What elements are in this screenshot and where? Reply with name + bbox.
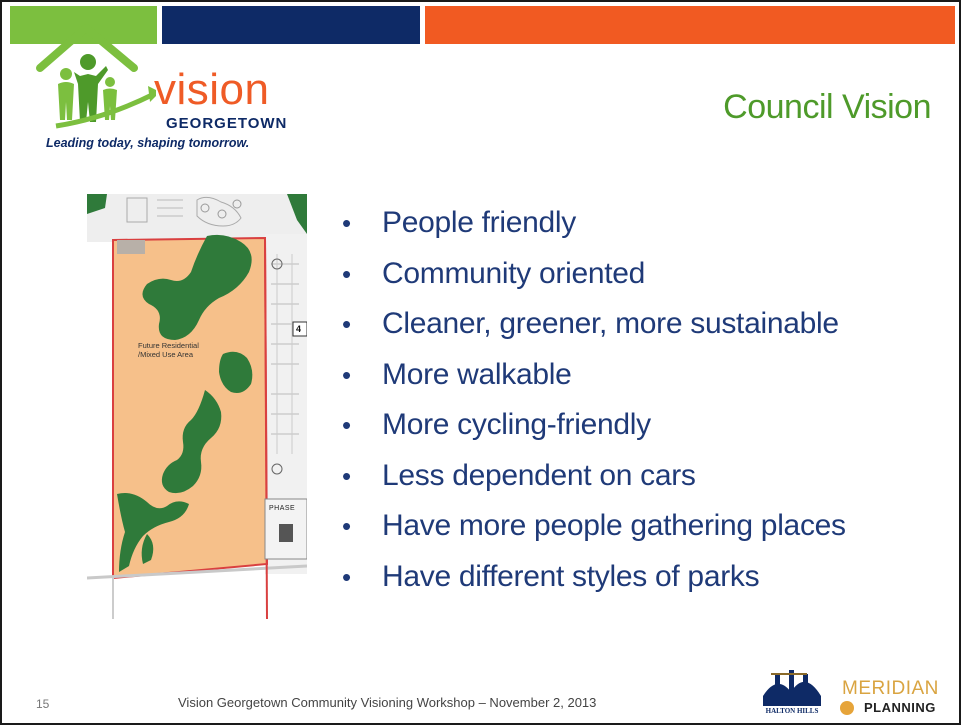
list-item: • More cycling-friendly (342, 400, 846, 451)
vision-georgetown-logo: vision GEORGETOWN Leading today, shaping… (36, 22, 286, 152)
halton-hills-text: HALTON HILLS (765, 707, 819, 715)
bullet-icon: • (342, 561, 351, 592)
bullet-icon: • (342, 511, 351, 541)
bullet-icon: • (342, 208, 351, 238)
header-bar-navy (162, 6, 420, 44)
house-people-icon (36, 24, 156, 129)
halton-hills-logo: HALTON HILLS (759, 666, 825, 722)
map-label-line2: /Mixed Use Area (138, 349, 194, 359)
list-item: • Less dependent on cars (342, 451, 846, 502)
meridian-wordmark: MERIDIAN (842, 678, 939, 699)
list-item: • Cleaner, greener, more sustainable (342, 299, 846, 350)
list-item: • Community oriented (342, 249, 846, 300)
vision-bullet-list: • People friendly • Community oriented • Cl… (342, 198, 846, 602)
map-badge: 4 (296, 324, 302, 334)
meridian-sun-icon (840, 701, 854, 715)
map-label-line1: Future Residential (138, 341, 199, 350)
bullet-text: People friendly (382, 206, 576, 239)
bullet-text: Cleaner, greener, more sustainable (382, 307, 839, 340)
list-item: • People friendly (342, 198, 846, 249)
slide-title: Council Vision (723, 88, 931, 126)
map-phase-label: PHASE (269, 505, 296, 512)
bullet-text: Have different styles of parks (382, 559, 760, 593)
planning-wordmark: PLANNING (864, 700, 936, 715)
bullet-text: More walkable (382, 357, 572, 391)
logo-subtitle: GEORGETOWN (166, 115, 288, 132)
bullet-icon: • (342, 258, 351, 289)
bullet-text: Community oriented (382, 256, 646, 290)
bullet-icon: • (342, 359, 351, 390)
bullet-icon: • (342, 309, 351, 339)
meridian-planning-logo: MERIDIAN PLANNING (834, 676, 954, 718)
halton-hills-emblem-icon (763, 670, 821, 706)
bullet-text: Have more people gathering places (382, 509, 846, 542)
bullet-icon: • (342, 460, 351, 491)
header-bar-orange (425, 6, 955, 44)
logo-tagline: Leading today, shaping tomorrow. (46, 136, 250, 150)
map-graphic (86, 194, 308, 620)
list-item: • Have different styles of parks (342, 552, 846, 603)
page-number: 15 (36, 697, 50, 711)
site-map-image: Future Residential /Mixed Use Area 4 PHA… (86, 194, 308, 620)
list-item: • More walkable (342, 350, 846, 401)
bullet-text: More cycling-friendly (382, 408, 651, 441)
bullet-icon: • (342, 410, 351, 440)
bullet-text: Less dependent on cars (382, 458, 696, 492)
map-area-label: Future Residential /Mixed Use Area (138, 341, 199, 359)
list-item: • Have more people gathering places (342, 501, 846, 552)
logo-wordmark: vision (154, 65, 270, 114)
footer-caption: Vision Georgetown Community Visioning Wo… (178, 695, 597, 710)
